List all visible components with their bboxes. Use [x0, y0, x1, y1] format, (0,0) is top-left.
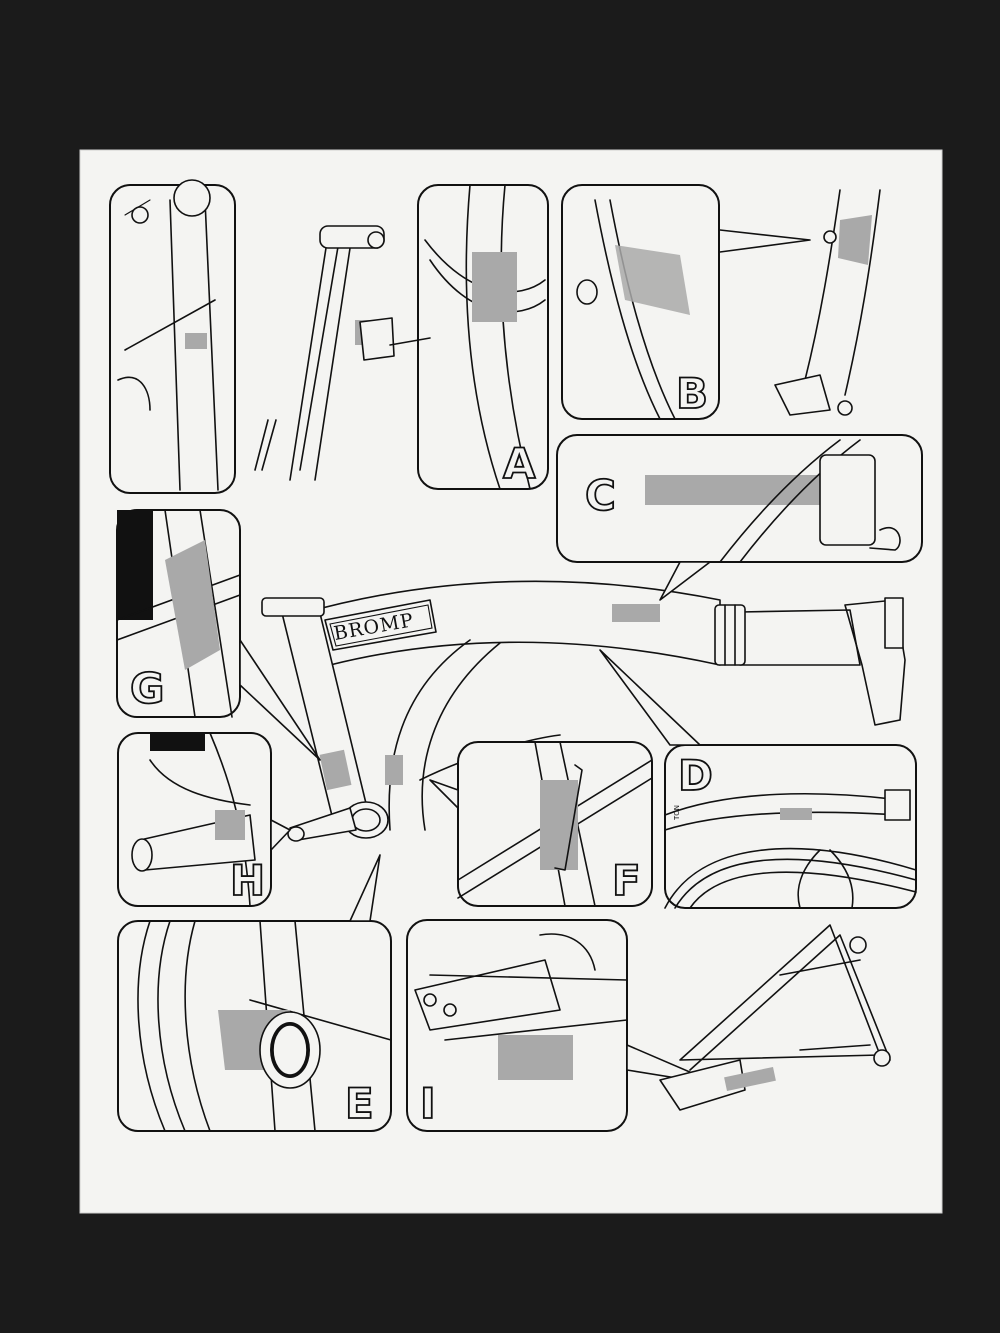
- panel-g-letter: G: [130, 664, 164, 713]
- seatpost-drawing: [774, 189, 881, 416]
- panel-e: [117, 854, 392, 1132]
- panel-a: [417, 184, 549, 490]
- folded-frame-drawing: [659, 924, 891, 1111]
- main-frame-drawing: [261, 580, 906, 842]
- panel-top-left: [109, 179, 236, 494]
- panel-c-letter: C: [585, 471, 616, 520]
- panel-i: [406, 919, 721, 1132]
- fork-drawing: [254, 225, 395, 481]
- panel-d-label-fragment: TON: [673, 805, 681, 821]
- panel-a-letter: A: [503, 439, 536, 488]
- panel-h: [117, 732, 291, 907]
- panel-i-letter: I: [420, 1079, 436, 1128]
- panel-b: [561, 184, 811, 420]
- panel-f-letter: F: [612, 856, 641, 905]
- panel-b-letter: B: [676, 369, 708, 418]
- panel-f: [429, 741, 653, 907]
- panel-h-letter: H: [230, 856, 265, 905]
- panel-g: [116, 509, 321, 761]
- panel-e-letter: E: [345, 1079, 374, 1128]
- panel-c: [556, 434, 923, 601]
- callout-a-pointer: [389, 337, 431, 346]
- panel-d-letter: D: [678, 751, 713, 800]
- panel-d: [599, 649, 917, 909]
